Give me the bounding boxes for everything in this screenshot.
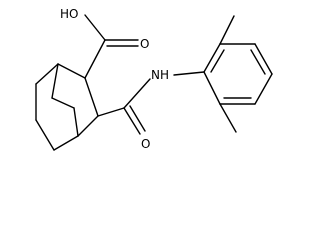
- methyl-groups: [219, 15, 237, 133]
- amide-oxygen-label: O: [141, 137, 150, 151]
- lower-methyl-bond: [219, 103, 237, 133]
- carboxylic-acid-group: [84, 14, 139, 79]
- acid-oxygen-label: O: [140, 37, 149, 51]
- molecule-drawing: HO O NH O: [35, 7, 273, 151]
- amide-nh-label: NH: [151, 68, 169, 82]
- structure-diagram: HO O NH O: [35, 7, 273, 151]
- upper-methyl-bond: [219, 15, 235, 45]
- bicyclooctane-ring: [35, 63, 99, 151]
- nh-to-aryl-bond: [173, 71, 205, 76]
- hydroxyl-label: HO: [60, 7, 78, 21]
- dimethylphenyl-ring: [203, 43, 273, 105]
- amide-group: [97, 78, 151, 135]
